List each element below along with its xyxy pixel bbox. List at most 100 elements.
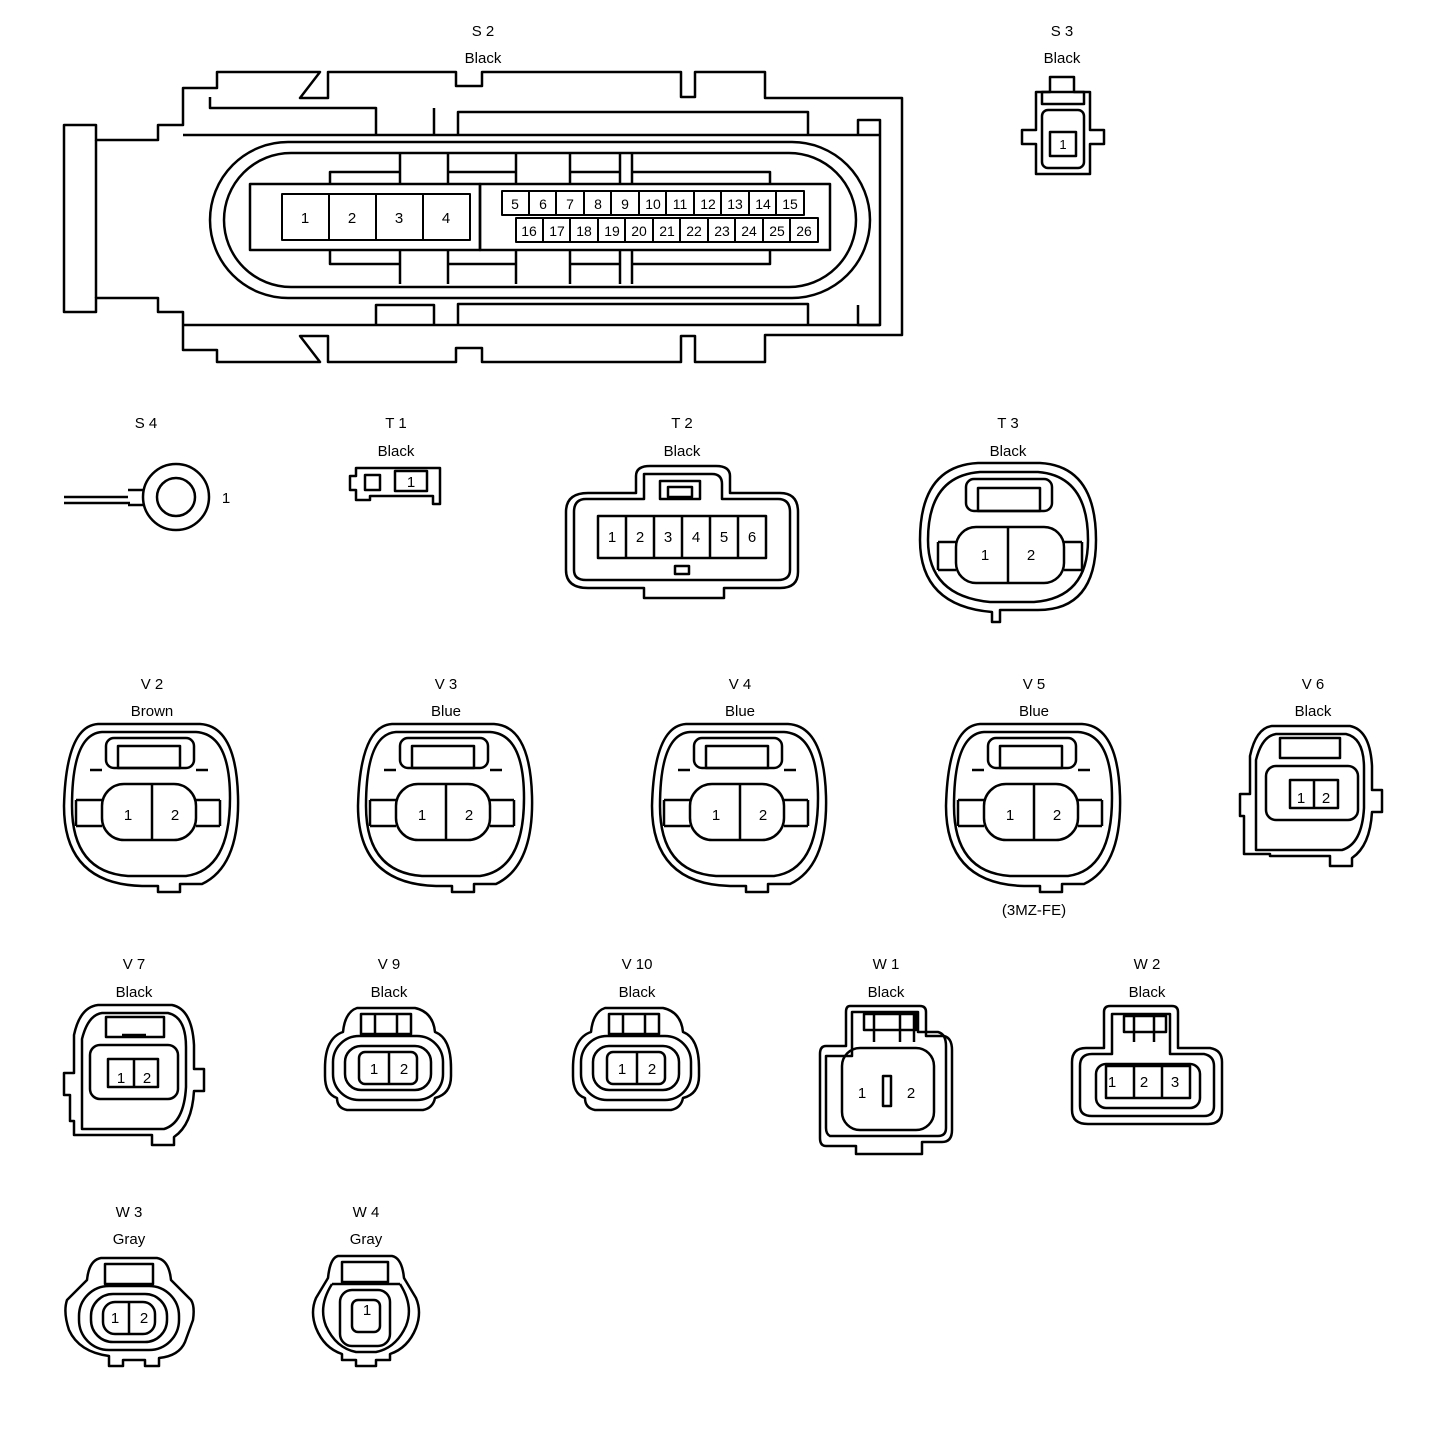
- connector-v6-body: [1238, 724, 1384, 868]
- s2-pin: 3: [395, 210, 403, 227]
- s2-pin: 11: [673, 196, 688, 212]
- v2-pin: 1: [124, 807, 132, 824]
- s2-pin: 24: [741, 223, 757, 239]
- t2-pin: 2: [636, 529, 644, 546]
- v5-pin: 1: [1006, 807, 1014, 824]
- connector-s2-pin-cavities: [281, 190, 819, 243]
- w2-pin: 2: [1140, 1074, 1148, 1091]
- connector-t2-label: T 2: [671, 415, 692, 432]
- connector-w4-color: Gray: [350, 1231, 383, 1248]
- connector-v3-label: V 3: [435, 676, 458, 693]
- connector-v6-label: V 6: [1302, 676, 1325, 693]
- s2-pin: 16: [521, 223, 537, 239]
- s2-pin: 23: [714, 223, 730, 239]
- s2-pin: 14: [755, 196, 771, 212]
- connector-w4-label: W 4: [353, 1204, 380, 1221]
- connector-v6-color: Black: [1295, 703, 1332, 720]
- connector-v9-color: Black: [371, 984, 408, 1001]
- s2-pin: 20: [631, 223, 647, 239]
- w2-pin: 3: [1171, 1074, 1179, 1091]
- s2-pin: 17: [549, 223, 565, 239]
- connector-t1-label: T 1: [385, 415, 406, 432]
- v6-pin: 1: [1297, 790, 1305, 807]
- v3-pin: 1: [418, 807, 426, 824]
- s2-pin: 19: [604, 223, 620, 239]
- w1-pin: 1: [858, 1085, 866, 1102]
- connector-v10-color: Black: [619, 984, 656, 1001]
- v4-pin: 2: [759, 807, 767, 824]
- s2-pin: 22: [686, 223, 702, 239]
- connector-w3-body: [64, 1256, 195, 1368]
- connector-v5-color: Blue: [1019, 703, 1049, 720]
- s2-pin: 5: [511, 196, 519, 212]
- t3-pin: 1: [981, 547, 989, 564]
- s2-pin: 1: [301, 210, 309, 227]
- w1-pin: 2: [907, 1085, 915, 1102]
- w3-pin: 1: [111, 1310, 119, 1327]
- connector-v3-color: Blue: [431, 703, 461, 720]
- connector-v5-note: (3MZ-FE): [1002, 902, 1066, 919]
- connector-t2-color: Black: [664, 443, 701, 460]
- v7-pin: 2: [143, 1070, 151, 1087]
- w2-pin: 1: [1108, 1074, 1116, 1091]
- v5-pin: 2: [1053, 807, 1061, 824]
- connector-v10-body: [571, 1006, 701, 1112]
- connector-t1-body: [348, 466, 442, 506]
- s2-pin: 15: [782, 196, 798, 212]
- connector-v2-label: V 2: [141, 676, 164, 693]
- s2-pin: 4: [442, 210, 450, 227]
- s2-pin: 7: [566, 196, 574, 212]
- connector-w1-color: Black: [868, 984, 905, 1001]
- connector-v4-label: V 4: [729, 676, 752, 693]
- s4-pin: 1: [222, 490, 230, 507]
- connector-s4-terminal: [64, 462, 211, 532]
- t2-pin: 3: [664, 529, 672, 546]
- connector-w3-color: Gray: [113, 1231, 146, 1248]
- connector-w2-label: W 2: [1134, 956, 1161, 973]
- s2-pin: 12: [700, 196, 716, 212]
- connector-v7-label: V 7: [123, 956, 146, 973]
- w4-pin: 1: [363, 1302, 371, 1319]
- connector-v2-body: [62, 722, 240, 894]
- connector-s2-body: [62, 70, 904, 364]
- s2-pin: 2: [348, 210, 356, 227]
- s2-pin: 6: [539, 196, 547, 212]
- t2-pin: 1: [608, 529, 616, 546]
- v9-pin: 2: [400, 1061, 408, 1078]
- s2-pin: 21: [659, 223, 675, 239]
- connector-w1-label: W 1: [873, 956, 900, 973]
- s2-pin: 26: [796, 223, 812, 239]
- s2-pin: 18: [576, 223, 592, 239]
- s2-pin: 25: [769, 223, 785, 239]
- connector-t3-label: T 3: [997, 415, 1018, 432]
- connector-t3-body: [918, 461, 1098, 624]
- s2-pin: 9: [621, 196, 629, 212]
- s2-pin: 13: [727, 196, 743, 212]
- connector-v10-label: V 10: [622, 956, 653, 973]
- v4-pin: 1: [712, 807, 720, 824]
- connector-t2-body: [564, 464, 800, 600]
- t2-pin: 4: [692, 529, 700, 546]
- connector-v7-color: Black: [116, 984, 153, 1001]
- v2-pin: 2: [171, 807, 179, 824]
- v3-pin: 2: [465, 807, 473, 824]
- t2-pin: 5: [720, 529, 728, 546]
- v6-pin: 2: [1322, 790, 1330, 807]
- connector-v3-body: [356, 722, 534, 894]
- connector-w1-body: [818, 1004, 954, 1156]
- w3-pin: 2: [140, 1310, 148, 1327]
- v10-pin: 1: [618, 1061, 626, 1078]
- connector-s2-label: S 2: [472, 23, 495, 40]
- v10-pin: 2: [648, 1061, 656, 1078]
- connector-v9-body: [323, 1006, 453, 1112]
- connector-s4-label: S 4: [135, 415, 158, 432]
- connector-v4-color: Blue: [725, 703, 755, 720]
- connector-s3-body: [1020, 75, 1106, 176]
- connector-v5-label: V 5: [1023, 676, 1046, 693]
- connector-t1-color: Black: [378, 443, 415, 460]
- connector-s2-color: Black: [465, 50, 502, 67]
- connector-w2-body: [1070, 1004, 1224, 1126]
- t2-pin: 6: [748, 529, 756, 546]
